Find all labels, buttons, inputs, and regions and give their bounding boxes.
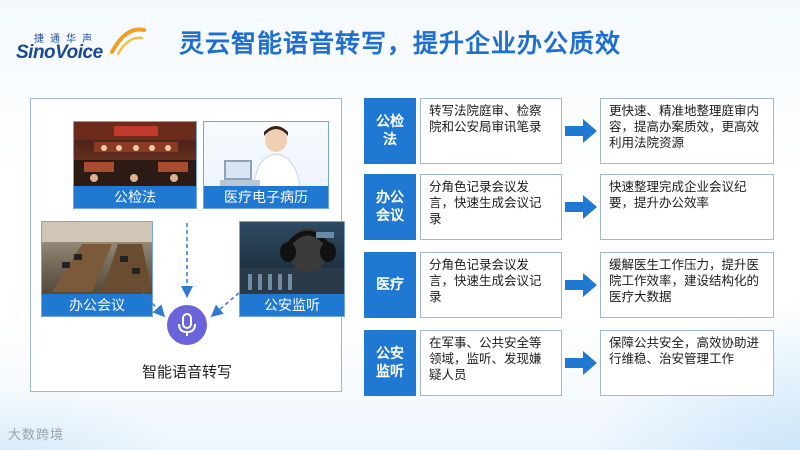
row-description: 在军事、公共安全等领域，监听、发现嫌疑人员 — [420, 330, 562, 396]
row-meeting: 办公会议 分角色记录会议发言，快速生成会议记录 快速整理完成企业会议纪要，提升办… — [364, 174, 774, 240]
row-label: 公检法 — [364, 98, 416, 164]
watermark: 大数跨境 — [8, 428, 65, 443]
right-arrow-icon — [565, 273, 597, 297]
photo-label-monitoring: 公安监听 — [240, 294, 344, 316]
headphones-scene-icon — [240, 228, 344, 296]
row-court: 公检法 转写法院庭审、检察院和公安局审讯笔录 更快速、精准地整理庭审内容，提高办… — [364, 98, 774, 164]
row-result: 缓解医生工作压力，提升医院工作效率，建设结构化的医疗大数据 — [600, 252, 774, 318]
row-description: 分角色记录会议发言，快速生成会议记录 — [420, 174, 562, 240]
logo-english-text: SinoVoice — [16, 42, 103, 63]
sinovoice-logo: 捷通华声 SinoVoice — [14, 10, 154, 63]
logo-chinese-text: 捷通华声 — [34, 34, 98, 45]
photo-label-medical: 医疗电子病历 — [204, 186, 328, 208]
row-description: 转写法院庭审、检察院和公安局审讯笔录 — [420, 98, 562, 164]
photo-medical: 医疗电子病历 — [203, 121, 329, 209]
dashed-connectors — [142, 223, 240, 318]
photo-label-meeting: 办公会议 — [42, 294, 152, 316]
photo-label-court: 公检法 — [74, 186, 196, 208]
row-label: 办公会议 — [364, 174, 416, 240]
row-label: 医疗 — [364, 252, 416, 318]
right-arrow-icon — [565, 195, 597, 219]
row-result: 更快速、精准地整理庭审内容，提高办案质效，更高效利用法院资源 — [600, 98, 774, 164]
photo-court: 公检法 — [73, 121, 197, 209]
nurse-scene-icon — [220, 126, 301, 189]
page-title: 灵云智能语音转写，提升企业办公质效 — [178, 29, 621, 58]
row-police: 公安监听 在军事、公共安全等领域，监听、发现嫌疑人员 保障公共安全，高效协助进行… — [364, 330, 774, 396]
row-description: 分角色记录会议发言，快速生成会议记录 — [420, 252, 562, 318]
microphone-button[interactable] — [167, 305, 207, 345]
photo-monitoring: 公安监听 — [239, 221, 345, 317]
row-label: 公安监听 — [364, 330, 416, 396]
row-result: 保障公共安全，高效协助进行维稳、治安管理工作 — [600, 330, 774, 396]
meeting-room-icon — [42, 222, 152, 292]
right-arrow-icon — [565, 351, 597, 375]
logo-arc-icon — [110, 27, 146, 56]
photo-meeting: 办公会议 — [41, 221, 153, 317]
right-arrow-icon — [565, 119, 597, 143]
row-result: 快速整理完成企业会议纪要，提升办公效率 — [600, 174, 774, 240]
scenario-panel: 公检法 医疗电子病历 办公会议 — [30, 98, 345, 392]
microphone-icon — [178, 313, 196, 336]
center-caption: 智能语音转写 — [141, 363, 232, 381]
court-scene-icon — [74, 122, 196, 188]
row-medical: 医疗 分角色记录会议发言，快速生成会议记录 缓解医生工作压力，提升医院工作效率，… — [364, 252, 774, 318]
